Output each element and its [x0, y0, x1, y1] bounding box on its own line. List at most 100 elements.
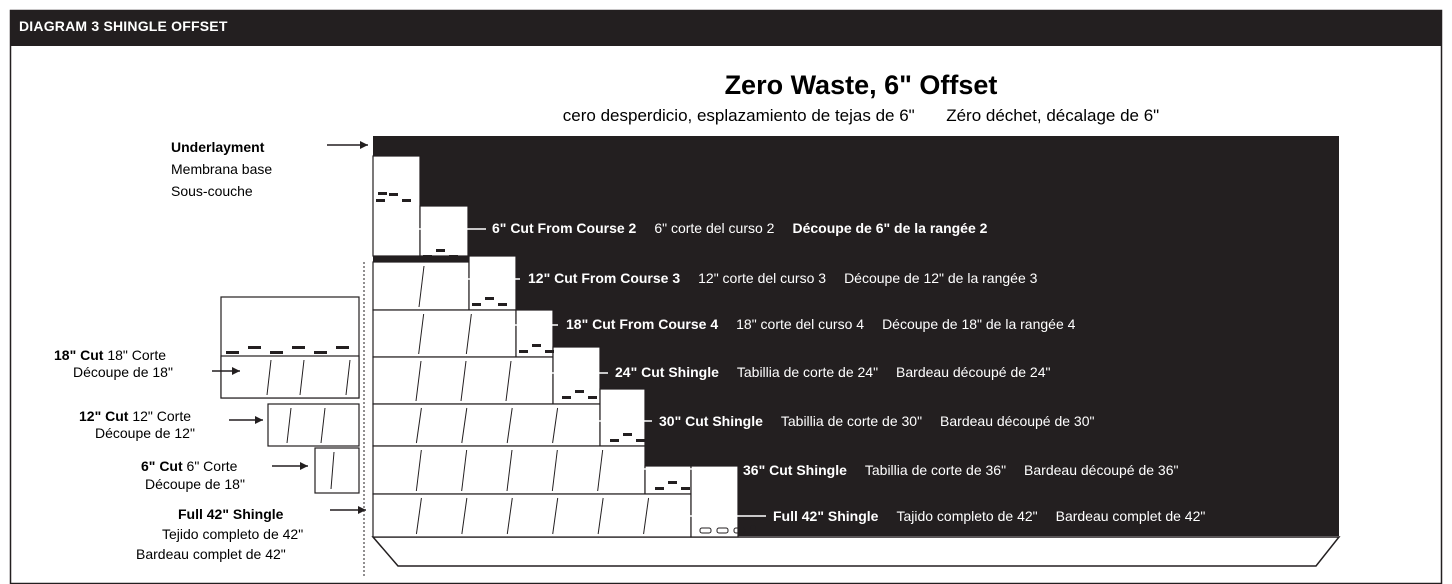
left-nail-dash [292, 346, 305, 349]
left-shingle-slot [266, 359, 272, 396]
shingle-body [372, 261, 470, 311]
course-label-6-es: Tabillia de corte de 36" [864, 462, 1007, 478]
nail-dash-1 [389, 193, 398, 196]
arrow-head [527, 369, 535, 377]
course-label-3-en: 18" Cut From Course 4 [566, 316, 719, 332]
arrow-head [668, 512, 676, 520]
shingle-slot [552, 497, 559, 535]
underlayment-label-en: Underlayment [171, 139, 265, 155]
course-label-7-en: Full 42" Shingle [773, 508, 879, 524]
left-shingle-slot [286, 407, 292, 444]
left-shingle-6 [314, 447, 360, 494]
arrow-2 [212, 367, 240, 375]
header-bar [10, 10, 1442, 46]
course-label-6-fr: Bardeau découpé de 36" [1024, 462, 1179, 478]
nail-dash-5 [588, 396, 597, 399]
left-label-6-fr: Découpe de 18" [145, 476, 245, 492]
shingle-slot [643, 497, 650, 535]
arrow-head [358, 506, 366, 514]
arrow-head [255, 416, 263, 424]
nail-dash-7 [655, 487, 664, 490]
left-label-6-es: 6" Corte [186, 458, 238, 474]
shingle-step-5 [372, 309, 517, 358]
shingle-slot [505, 360, 512, 402]
left-label-full-fr: Bardeau complet de 42" [136, 546, 286, 562]
shingle-slot [506, 449, 513, 492]
shingle-body [372, 403, 601, 447]
header-title: DIAGRAM 3 SHINGLE OFFSET [19, 18, 228, 34]
left-shingle-18 [220, 355, 360, 399]
arrow-head [232, 367, 240, 375]
shingle-body [372, 155, 421, 257]
shingle-step-14 [690, 465, 739, 538]
arrow-head [360, 141, 368, 149]
underlayment-label-es: Membrana base [171, 161, 273, 177]
shingle-body [419, 205, 469, 257]
left-nail-dash [336, 346, 349, 349]
left-shingle-slot [299, 359, 305, 396]
shingle-slot [597, 449, 604, 492]
shingle-slot [506, 407, 513, 444]
course-label-5-fr: Bardeau découpé de 30" [940, 413, 1095, 429]
nail-dash-1 [402, 199, 411, 202]
shingle-step-8 [552, 346, 601, 405]
nail-dash-4 [532, 344, 541, 347]
diagram-subtitle: cero desperdicio, esplazamiento de tejas… [0, 106, 1452, 126]
course-label-7-fr: Bardeau complet de 42" [1055, 508, 1206, 524]
arrow-9 [527, 369, 608, 377]
shingle-slot [551, 449, 558, 492]
nail-dash-3 [472, 303, 481, 306]
left-nail-dash [248, 346, 261, 349]
arrow-1 [327, 141, 368, 149]
arrow-3 [229, 416, 263, 424]
left-label-full-en: Full 42" Shingle [178, 506, 284, 522]
nail-dash-2 [423, 255, 432, 258]
course-label-7-es: Tajido completo de 42" [896, 508, 1038, 524]
course-label-5-es: Tabillia de corte de 30" [780, 413, 923, 429]
left-label-12-fr: Découpe de 12" [95, 425, 195, 441]
arrow-10 [574, 417, 652, 425]
course-label-3-es: 18" corte del curso 4 [736, 316, 865, 332]
shingle-body [690, 465, 739, 538]
subtitle-es: cero desperdicio, esplazamiento de tejas… [562, 106, 915, 125]
left-label-6-line1: 6" Cut 6" Corte [141, 458, 237, 474]
left-label-18-en: 18" Cut [54, 347, 104, 363]
course-label-4-fr: Bardeau découpé de 24" [896, 364, 1051, 380]
shingle-body [372, 356, 554, 405]
course-label-2-en: 12" Cut From Course 3 [528, 270, 681, 286]
nail-dash-6 [610, 439, 619, 442]
shingle-slot [460, 360, 467, 402]
underlayment-label-fr: Sous-couche [171, 183, 253, 199]
nail-dot [750, 525, 756, 531]
course-label-1-fr: Découpe de 6" de la rangée 2 [792, 220, 988, 236]
shingle-slot [506, 497, 513, 535]
left-nail-dash [226, 351, 239, 354]
diagram-title: Zero Waste, 6" Offset [724, 70, 998, 100]
course-label-3: 18" Cut From Course 4 18" corte del curso… [566, 316, 1093, 332]
shingle-body [372, 309, 517, 358]
nail-dash-5 [575, 390, 584, 393]
shingle-slot [461, 449, 468, 492]
nail-dash-2 [436, 249, 445, 252]
left-shingle-slot [345, 359, 351, 396]
arrow-head [480, 321, 488, 329]
nail-dash-1 [376, 199, 385, 202]
arrow-6 [406, 225, 486, 233]
shingle-slot [461, 497, 468, 535]
nail-symbol-1 [699, 527, 712, 534]
nail-dash-7 [668, 481, 677, 484]
nail-symbol-2 [716, 527, 729, 534]
arrow-head [300, 462, 308, 470]
shingle-step-13 [372, 493, 692, 538]
shingle-slot [415, 360, 422, 402]
left-shingle-slot [330, 451, 335, 490]
nail-dash-7 [681, 487, 690, 490]
nail-dash-3 [498, 303, 507, 306]
nail-symbol-3 [733, 527, 746, 534]
arrows [212, 141, 766, 520]
course-label-1-es: 6" corte del curso 2 [654, 220, 775, 236]
